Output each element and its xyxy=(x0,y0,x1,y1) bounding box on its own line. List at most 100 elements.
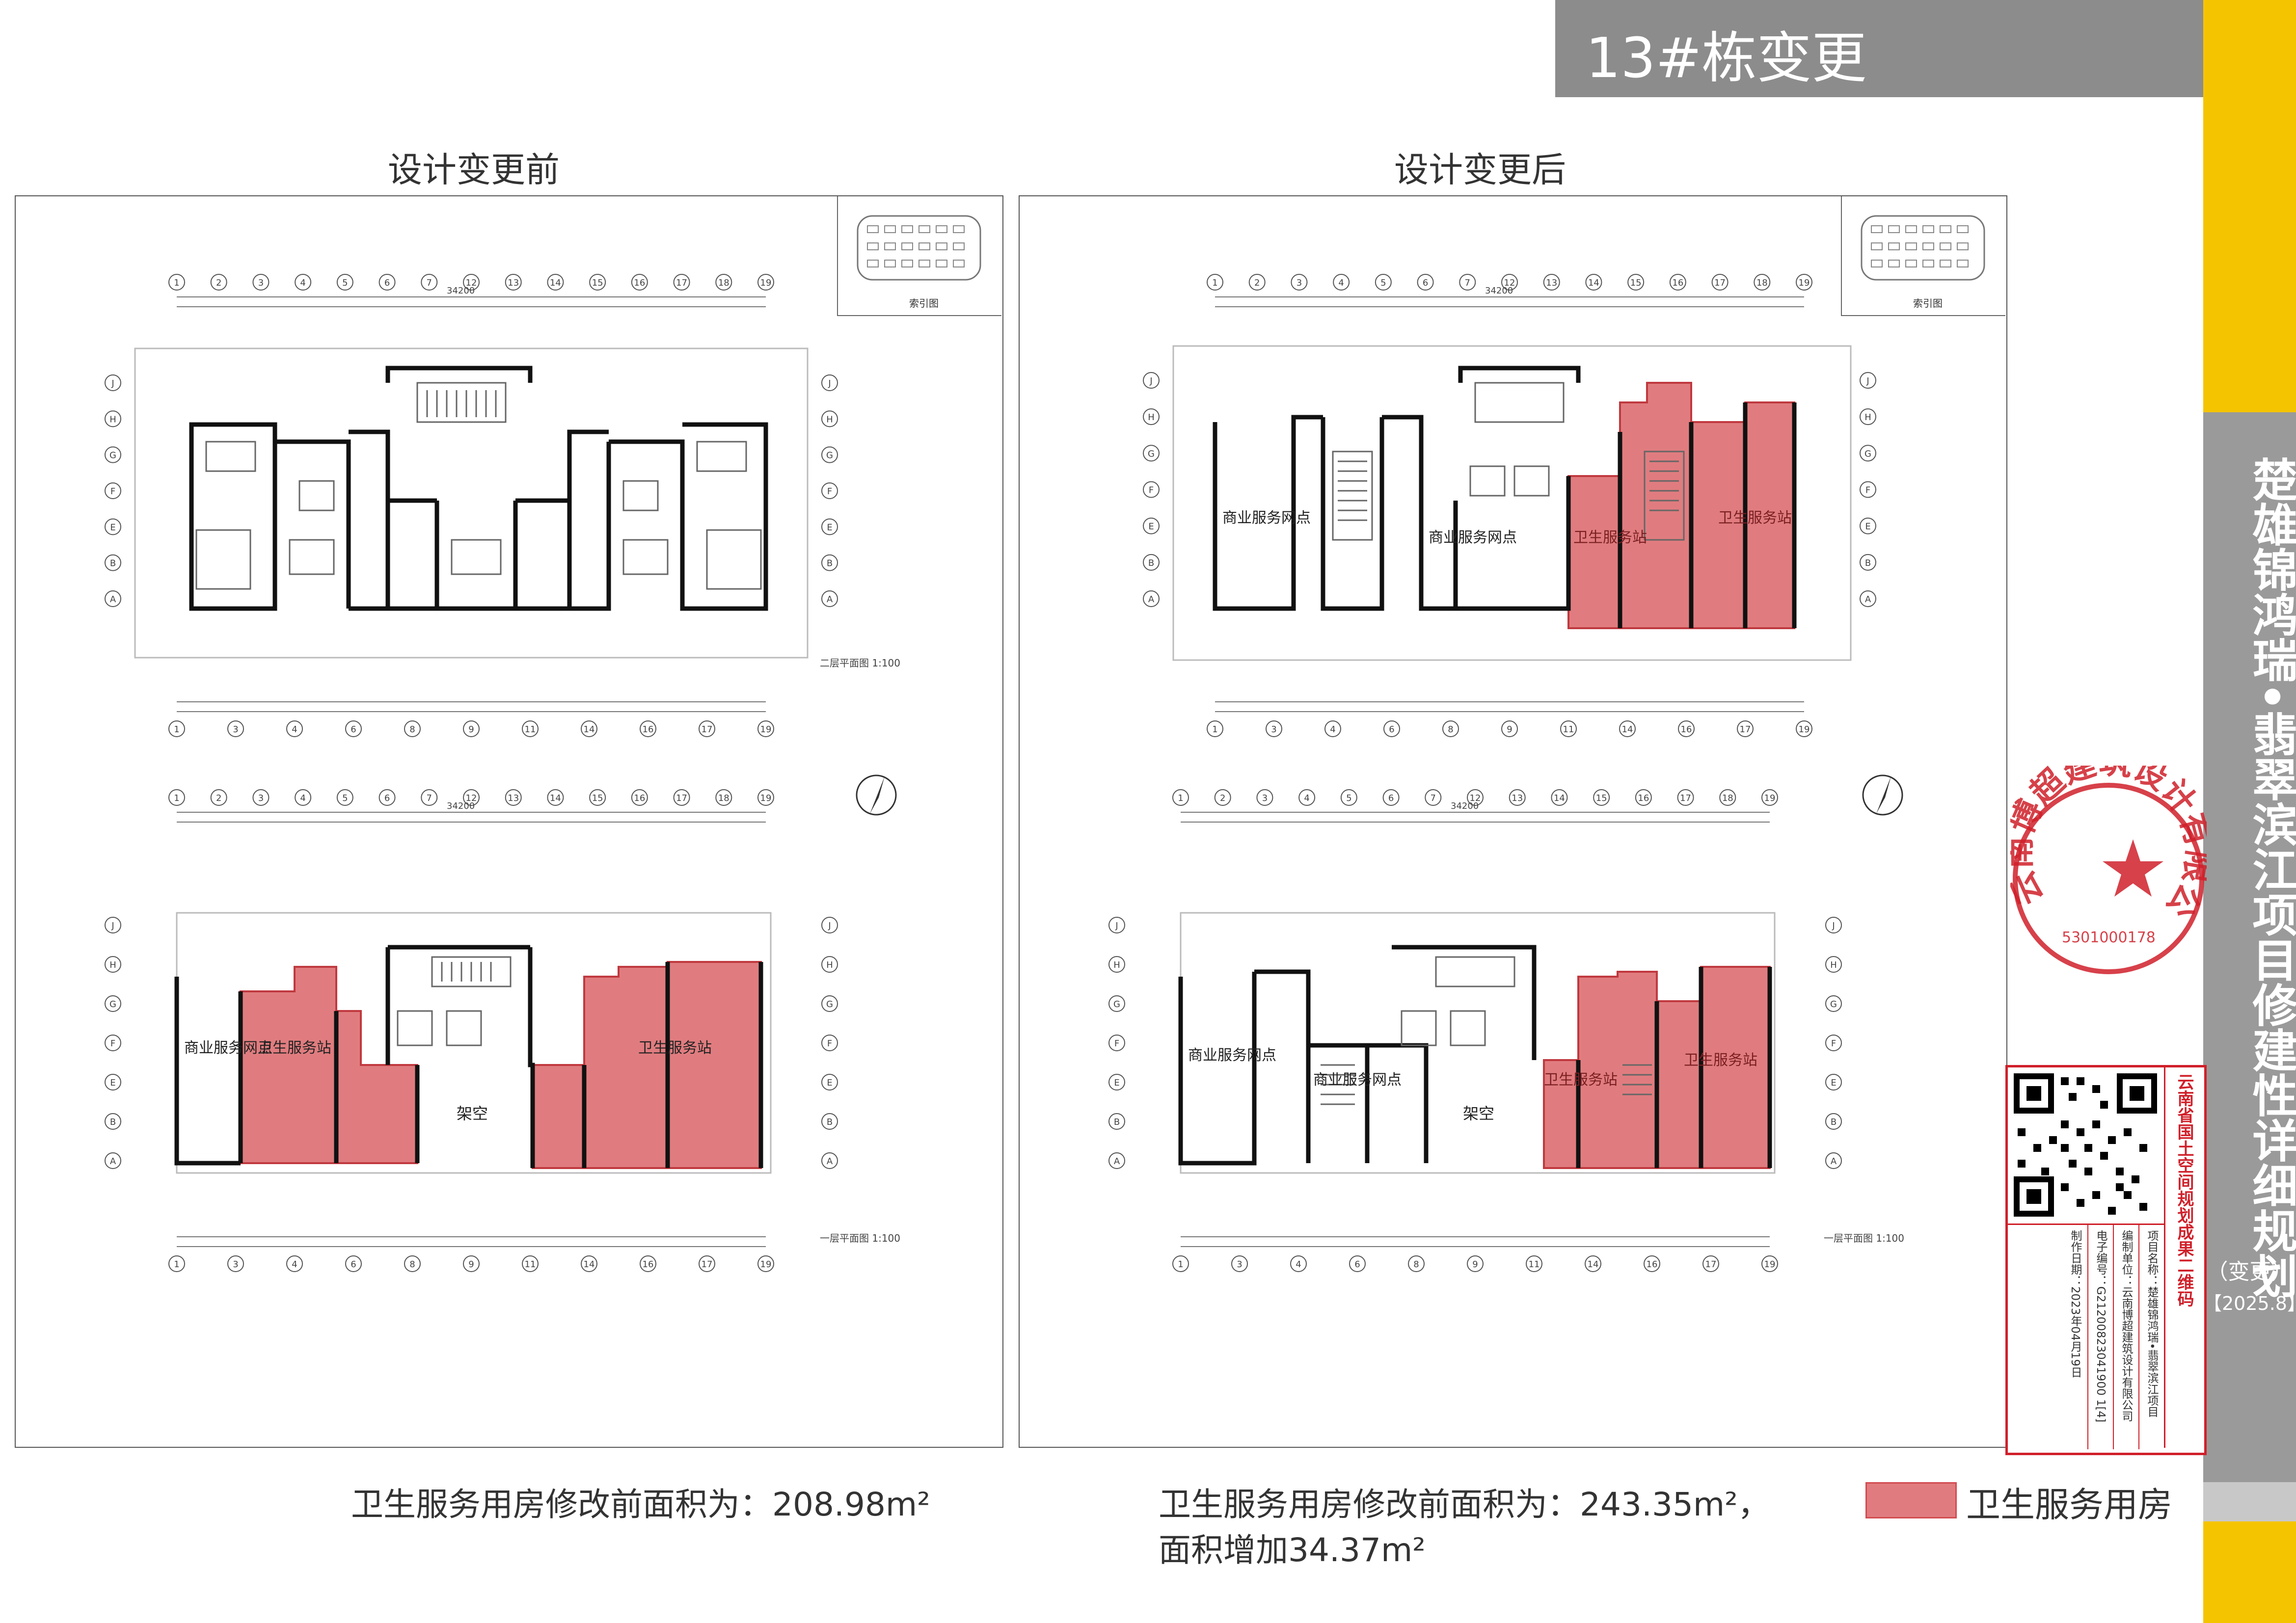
axis-label: 6 xyxy=(384,278,390,288)
room-label: 卫生服务站 xyxy=(1573,529,1647,546)
axis-bubble xyxy=(1825,1035,1842,1051)
axis-bubble xyxy=(1375,274,1392,291)
axis-bubble xyxy=(1143,517,1160,534)
axis-label: 5 xyxy=(1380,278,1386,288)
axis-label: 17 xyxy=(676,278,687,288)
axis-bubble xyxy=(1442,720,1459,737)
axis-bubble xyxy=(1860,590,1876,607)
axis-bubble xyxy=(345,720,362,737)
axis-label: 4 xyxy=(292,1259,297,1270)
axis-bubble xyxy=(1635,789,1652,806)
axis-bubble xyxy=(1501,720,1518,737)
axis-label: 3 xyxy=(1262,793,1268,803)
axis-label: H xyxy=(1113,960,1120,970)
axis-label: F xyxy=(110,1038,115,1049)
axis-bubble xyxy=(631,789,648,806)
axis-label: F xyxy=(1865,485,1870,496)
axis-bubble xyxy=(821,482,838,499)
axis-bubble xyxy=(1526,1255,1542,1272)
legend-swatch xyxy=(1865,1482,1957,1518)
room-label: 商业服务网点 xyxy=(184,1039,272,1057)
axis-bubble xyxy=(1108,1113,1125,1130)
axis-label: 16 xyxy=(1672,278,1683,288)
axis-bubble xyxy=(1860,408,1876,426)
axis-label: 4 xyxy=(292,724,297,735)
axis-bubble xyxy=(1425,789,1442,806)
axis-label: A xyxy=(1831,1156,1837,1167)
qr-code-number: 电子编号：G21200823041900 1[4] xyxy=(2087,1225,2113,1449)
axis-bubble xyxy=(1825,1074,1842,1091)
north-arrow-icon xyxy=(1862,774,1903,816)
axis-label: 9 xyxy=(468,724,474,735)
axis-bubble xyxy=(1172,789,1189,806)
axis-bubble xyxy=(1349,1255,1366,1272)
axis-label: F xyxy=(110,486,115,497)
axis-bubble xyxy=(1290,1255,1307,1272)
qr-info-box: 云南省国土空间规划成果二维码 项目名称：楚雄锦鸿瑞•翡翠滨江项目 编制单位：云南… xyxy=(2005,1065,2207,1455)
axis-label: 2 xyxy=(1220,793,1225,803)
axis-label: 7 xyxy=(427,278,432,288)
axis-bubble xyxy=(715,789,732,806)
axis-bubble xyxy=(1825,917,1842,933)
axis-label: G xyxy=(826,999,833,1010)
company-stamp: 云南博超建筑设计有限公司 5301000178 xyxy=(2010,766,2207,974)
axis-label: 12 xyxy=(466,793,477,803)
axis-bubble xyxy=(1860,445,1876,462)
axis-label: B xyxy=(1831,1117,1837,1127)
axis-label: B xyxy=(1114,1117,1120,1127)
axis-label: 5 xyxy=(342,278,348,288)
axis-bubble xyxy=(210,789,227,806)
axis-label: 3 xyxy=(233,724,238,735)
room-label: 卫生服务站 xyxy=(1684,1052,1757,1069)
axis-label: E xyxy=(827,522,832,532)
axis-label: 17 xyxy=(1680,793,1691,803)
axis-bubble xyxy=(252,789,270,806)
axis-label: 16 xyxy=(1647,1259,1658,1270)
index-label: 索引图 xyxy=(1913,297,1943,309)
index-label: 索引图 xyxy=(909,297,939,309)
stamp-code: 5301000178 xyxy=(2062,929,2156,946)
room-label: 卫生服务站 xyxy=(1718,509,1792,527)
svg-text:34200: 34200 xyxy=(1451,801,1479,811)
room-label: 商业服务网点 xyxy=(1313,1071,1402,1089)
axis-label: F xyxy=(1831,1038,1836,1049)
axis-bubble xyxy=(1551,789,1568,806)
axis-bubble xyxy=(1678,720,1695,737)
axis-bubble xyxy=(547,274,564,291)
axis-bubble xyxy=(1627,274,1645,291)
axis-bubble xyxy=(463,274,480,291)
room-label: 商业服务网点 xyxy=(1429,529,1517,546)
before-heading: 设计变更前 xyxy=(388,150,560,190)
axis-label: 12 xyxy=(1470,793,1481,803)
axis-label: 6 xyxy=(1388,793,1394,803)
sidebar-accent-top xyxy=(2203,0,2296,412)
room-label: 卫生服务站 xyxy=(638,1039,712,1057)
axis-label: B xyxy=(110,559,116,569)
axis-bubble xyxy=(227,1255,244,1272)
axis-label: 11 xyxy=(1529,1259,1540,1270)
axis-bubble xyxy=(345,1255,362,1272)
axis-bubble xyxy=(1644,1255,1660,1272)
axis-bubble xyxy=(168,789,185,806)
axis-bubble xyxy=(1108,917,1125,933)
axis-bubble xyxy=(105,374,121,391)
plan-walls xyxy=(1178,945,1772,1168)
page-title: 13#栋变更 xyxy=(1586,27,1867,90)
after-heading: 设计变更后 xyxy=(1394,150,1566,190)
project-subtitle: （变更） xyxy=(2206,1259,2293,1284)
axis-bubble xyxy=(1143,372,1160,389)
axis-label: 16 xyxy=(634,278,645,288)
axis-label: 14 xyxy=(584,724,595,735)
axis-bubble xyxy=(105,917,121,933)
axis-label: B xyxy=(827,559,833,569)
axis-label: J xyxy=(111,921,114,931)
axis-label: J xyxy=(828,378,831,389)
axis-bubble xyxy=(821,410,838,427)
axis-label: 14 xyxy=(550,793,561,803)
axis-bubble xyxy=(1248,274,1266,291)
axis-label: 6 xyxy=(384,793,390,803)
axis-label: 3 xyxy=(258,793,264,803)
